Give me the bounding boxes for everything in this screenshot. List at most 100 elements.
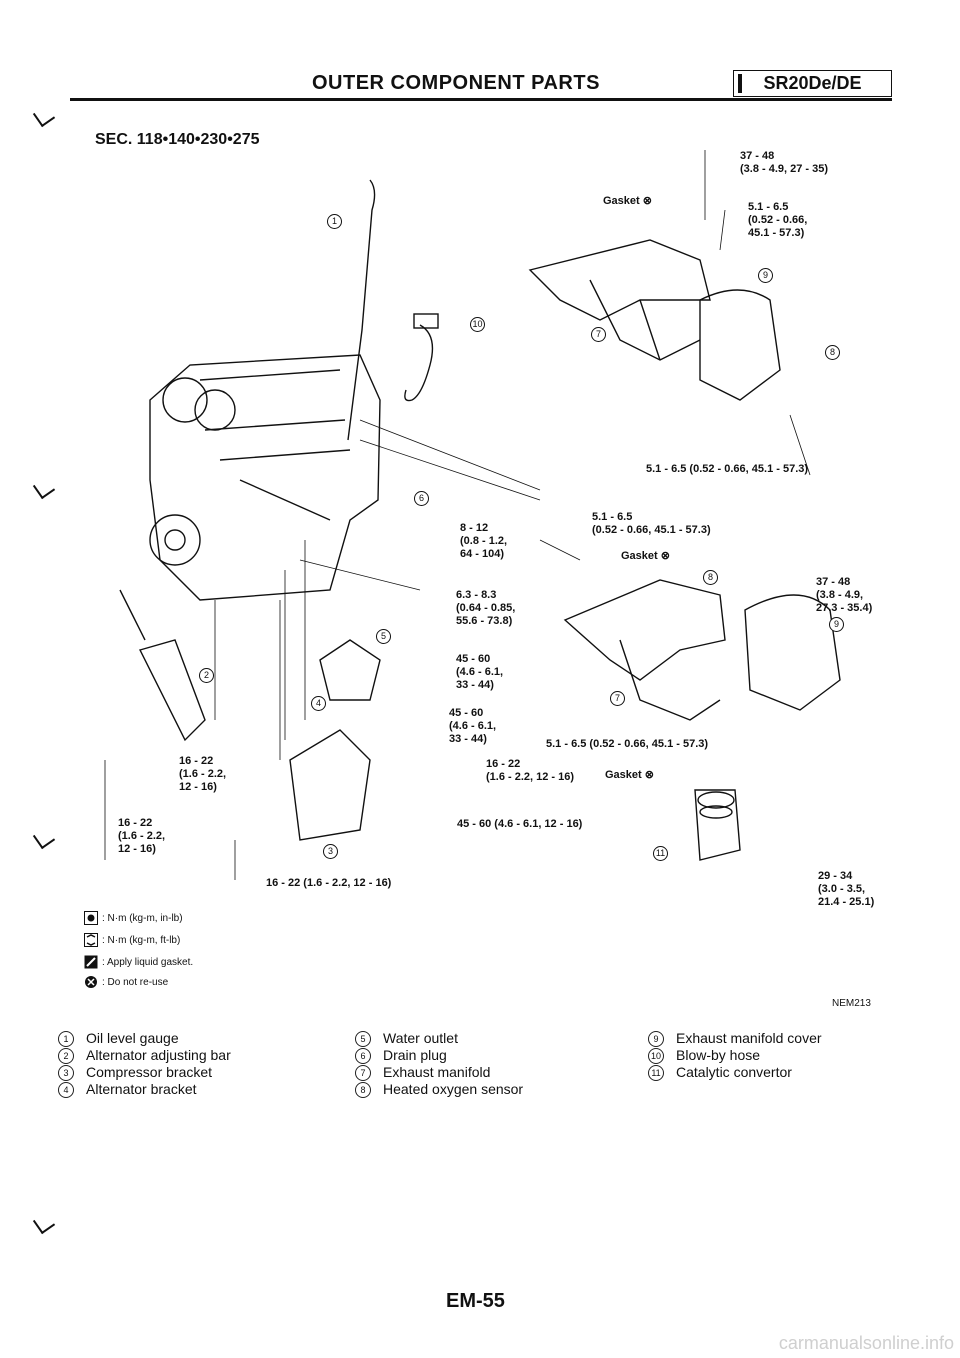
parts-list-item: 5 Water outlet: [355, 1030, 523, 1047]
callout-8b: 8: [703, 570, 718, 585]
callout-9b: 9: [829, 617, 844, 632]
engine-block-shape: [149, 354, 381, 601]
adjusting-bar-shape: [138, 639, 206, 742]
part-number: 1: [58, 1030, 74, 1047]
part-number: 3: [58, 1064, 74, 1081]
torque-spec: 16 - 22 (1.6 - 2.2, 12 - 16): [118, 817, 166, 855]
page-title: OUTER COMPONENT PARTS: [312, 72, 600, 94]
oil-gauge-shape: [347, 179, 376, 441]
header-rule: [70, 98, 892, 101]
torque-spec: 8 - 12 (0.8 - 1.2, 64 - 104): [460, 522, 508, 560]
gasket-text: Gasket: [605, 769, 642, 781]
torque-spec: 5.1 - 6.5 (0.52 - 0.66, 45.1 - 57.3): [592, 511, 711, 536]
torque-spec: 45 - 60 (4.6 - 6.1, 12 - 16): [457, 818, 583, 830]
parts-list-item: 1 Oil level gauge: [58, 1030, 231, 1047]
blow-by-hose-shape: [404, 324, 434, 402]
gasket-text: Gasket: [603, 195, 640, 207]
callout-4: 4: [311, 696, 326, 711]
torque-spec: 16 - 22 (1.6 - 2.2, 12 - 16): [266, 877, 392, 889]
manifold-cover-lower: [744, 594, 841, 711]
parts-list-item: 6 Drain plug: [355, 1047, 523, 1064]
legend-text: : Do not re-use: [102, 976, 169, 988]
callout-5: 5: [376, 629, 391, 644]
liquid-gasket-icon: [84, 955, 98, 969]
manifold-cover-top: [699, 289, 781, 401]
torque-spec: 45 - 60 (4.6 - 6.1, 33 - 44): [456, 653, 504, 691]
part-name: Water outlet: [383, 1030, 458, 1046]
parts-list-item: 10 Blow-by hose: [648, 1047, 822, 1064]
legend-text: : N·m (kg-m, ft-lb): [102, 934, 181, 946]
no-reuse-icon: [85, 976, 97, 988]
part-name: Catalytic convertor: [676, 1064, 792, 1080]
part-number: 6: [355, 1047, 371, 1064]
torque-spec: 5.1 - 6.5 (0.52 - 0.66, 45.1 - 57.3): [646, 463, 809, 475]
torque-inlb-icon: [84, 911, 98, 925]
torque-spec: 37 - 48 (3.8 - 4.9, 27.3 - 35.4): [816, 576, 873, 614]
part-number: 4: [58, 1081, 74, 1098]
part-name: Heated oxygen sensor: [383, 1081, 524, 1097]
torque-spec: 16 - 22 (1.6 - 2.2, 12 - 16): [179, 755, 227, 793]
part-number: 10: [648, 1047, 664, 1064]
callout-1: 1: [327, 214, 342, 229]
callout-8a: 8: [825, 345, 840, 360]
gasket-label: Gasket ⊗: [603, 195, 652, 207]
parts-list-col2: 5 Water outlet 6 Drain plug 7 Exhaust manif…: [355, 1030, 523, 1098]
torque-spec: 37 - 48 (3.8 - 4.9, 27 - 35): [740, 150, 829, 175]
parts-list-item: 7 Exhaust manifold: [355, 1064, 523, 1081]
callout-11: 11: [653, 846, 668, 861]
page-number: EM-55: [446, 1290, 505, 1312]
part-number: 11: [648, 1064, 664, 1081]
part-name: Oil level gauge: [86, 1030, 179, 1046]
part-name: Alternator bracket: [86, 1081, 197, 1097]
part-name: Alternator adjusting bar: [86, 1047, 231, 1063]
gasket-label: Gasket ⊗: [605, 769, 654, 781]
parts-list-item: 11 Catalytic convertor: [648, 1064, 822, 1081]
part-number: 5: [355, 1030, 371, 1047]
callout-7b: 7: [610, 691, 625, 706]
part-name: Exhaust manifold cover: [676, 1030, 822, 1046]
gasket-label: Gasket ⊗: [621, 550, 670, 562]
engine-diagram: [104, 150, 841, 880]
callout-10: 10: [470, 317, 485, 332]
parts-list-item: 8 Heated oxygen sensor: [355, 1081, 523, 1098]
torque-spec: 6.3 - 8.3 (0.64 - 0.85, 55.6 - 73.8): [456, 589, 516, 627]
callout-2: 2: [199, 668, 214, 683]
exhaust-manifold-lower: [563, 579, 726, 681]
legend-item: : N·m (kg-m, ft-lb): [84, 933, 180, 947]
callout-9a: 9: [758, 268, 773, 283]
catalytic-convertor-shape: [694, 789, 741, 861]
parts-list-item: 4 Alternator bracket: [58, 1081, 231, 1098]
engine-badge: SR20De/DE: [733, 70, 892, 97]
parts-list-item: 2 Alternator adjusting bar: [58, 1047, 231, 1064]
part-number: 8: [355, 1081, 371, 1098]
torque-ftlb-icon: [84, 933, 98, 947]
alternator-bracket-shape: [319, 639, 381, 701]
callout-3: 3: [323, 844, 338, 859]
legend-item: : Do not re-use: [84, 975, 168, 989]
legend-text: : N·m (kg-m, in-lb): [102, 912, 183, 924]
margin-mark: [32, 1211, 56, 1235]
part-number: 2: [58, 1047, 74, 1064]
gasket-text: Gasket: [621, 550, 658, 562]
callout-7a: 7: [591, 327, 606, 342]
section-number: SEC. 118•140•230•275: [95, 131, 260, 148]
torque-spec: 29 - 34 (3.0 - 3.5, 21.4 - 25.1): [818, 870, 875, 908]
legend-item: : Apply liquid gasket.: [84, 955, 193, 969]
compressor-bracket-shape: [289, 729, 371, 841]
figure-reference: NEM213: [832, 998, 871, 1009]
torque-spec: 16 - 22 (1.6 - 2.2, 12 - 16): [486, 758, 575, 783]
legend-text: : Apply liquid gasket.: [102, 956, 194, 968]
watermark: carmanualsonline.info: [778, 1333, 954, 1353]
torque-spec: 5.1 - 6.5 (0.52 - 0.66, 45.1 - 57.3): [748, 201, 808, 239]
parts-list-col1: 1 Oil level gauge 2 Alternator adjusting b…: [58, 1030, 231, 1098]
part-name: Blow-by hose: [676, 1047, 761, 1063]
part-name: Exhaust manifold: [383, 1064, 491, 1080]
part-number: 7: [355, 1064, 371, 1081]
part-name: Drain plug: [383, 1047, 447, 1063]
callout-6: 6: [414, 491, 429, 506]
parts-list-item: 3 Compressor bracket: [58, 1064, 231, 1081]
part-name: Compressor bracket: [86, 1064, 213, 1080]
torque-spec: 45 - 60 (4.6 - 6.1, 33 - 44): [449, 707, 497, 745]
